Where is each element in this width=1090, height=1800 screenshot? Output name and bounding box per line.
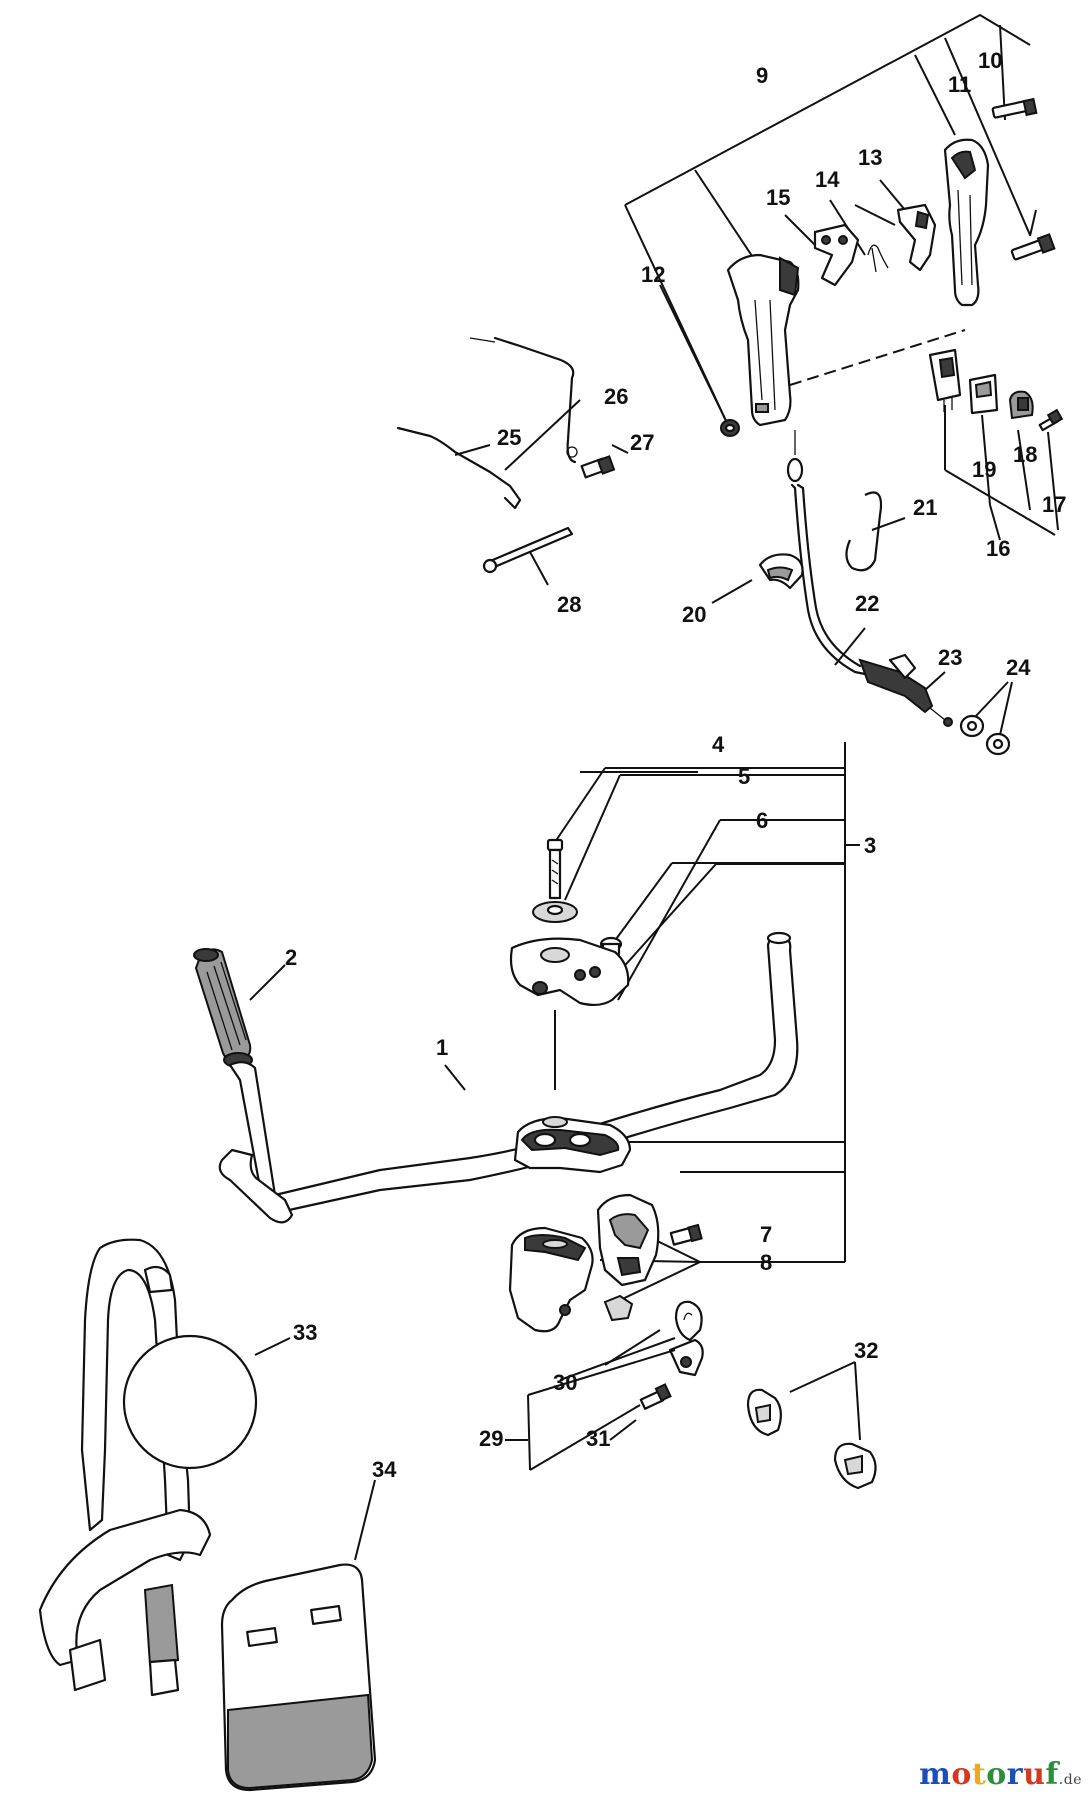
bolt-11	[1010, 233, 1056, 261]
callout-9: 9	[756, 63, 768, 88]
leader-lines-group-16	[944, 405, 1059, 541]
callout-20: 20	[682, 602, 706, 627]
watermark-letters: motoruf	[919, 1757, 1059, 1792]
nut-8	[603, 1294, 634, 1322]
callout-1: 1	[436, 1035, 448, 1060]
spring-14	[867, 244, 889, 273]
nuts-24	[959, 714, 1011, 756]
screw-17	[1038, 408, 1064, 432]
callout-27: 27	[630, 430, 654, 455]
watermark-letter: u	[1023, 1757, 1046, 1792]
callout-32: 32	[854, 1338, 878, 1363]
grip-2	[193, 948, 253, 1068]
callout-11: 11	[948, 72, 971, 97]
callout-29: 29	[479, 1426, 503, 1451]
plate-19	[968, 373, 999, 415]
bolt-10	[991, 97, 1038, 119]
callout-6: 6	[756, 808, 768, 833]
watermark-letter: r	[1006, 1757, 1024, 1792]
leader-lines-group-3	[554, 742, 860, 1305]
leader-lines-group-9	[624, 13, 1037, 426]
callout-13: 13	[858, 145, 882, 170]
cap-18	[1008, 390, 1034, 420]
shoulder-harness-33	[38, 1238, 291, 1697]
callout-33: 33	[293, 1320, 317, 1345]
callout-18: 18	[1013, 442, 1037, 467]
throttle-cable-22	[786, 430, 953, 727]
callout-2: 2	[285, 945, 297, 970]
callout-26: 26	[604, 384, 628, 409]
ring-30	[674, 1300, 703, 1342]
clamp-side-3	[596, 1193, 660, 1287]
leader-lines-cables	[454, 399, 1013, 736]
callout-28: 28	[557, 592, 581, 617]
trigger-13	[896, 203, 937, 272]
callout-23: 23	[938, 645, 962, 670]
hook-21	[845, 491, 883, 572]
callout-24: 24	[1006, 655, 1031, 680]
callout-12: 12	[641, 262, 665, 287]
leader-1	[444, 1064, 466, 1091]
callout-22: 22	[855, 591, 879, 616]
clamp-upper-3	[509, 937, 630, 1007]
leader-lines-group-29	[505, 1329, 676, 1471]
switch-16	[928, 348, 962, 412]
handle-left-half-12	[726, 253, 800, 427]
handle-right-half-11	[943, 138, 990, 307]
callout-31: 31	[586, 1426, 610, 1451]
screw-7	[669, 1223, 703, 1246]
watermark-letter: o	[951, 1757, 972, 1792]
screw-31	[639, 1383, 672, 1410]
watermark-letter: m	[919, 1757, 952, 1792]
clamp-middle-3	[513, 1116, 632, 1174]
watermark-suffix: .de	[1058, 1772, 1082, 1788]
callout-7: 7	[760, 1222, 772, 1247]
callout-34: 34	[372, 1457, 397, 1482]
callout-3: 3	[864, 833, 876, 858]
wire-25	[396, 426, 522, 510]
clamp-20	[758, 553, 804, 590]
protective-pad-34	[220, 1479, 377, 1792]
clips-32	[746, 1361, 877, 1490]
clip-30	[668, 1338, 704, 1377]
callout-4: 4	[712, 732, 725, 757]
watermark-letter: o	[986, 1757, 1007, 1792]
callout-15: 15	[766, 185, 790, 210]
callout-14: 14	[815, 167, 840, 192]
screw-27	[580, 455, 616, 479]
bolt-4	[546, 838, 564, 900]
cable-26	[469, 336, 578, 464]
wire-28	[482, 526, 574, 574]
handlebar-1	[218, 931, 799, 1224]
nut-12	[720, 419, 740, 437]
watermark-letter: t	[971, 1757, 987, 1792]
callout-19: 19	[972, 457, 996, 482]
callout-30: 30	[553, 1370, 577, 1395]
callout-5: 5	[738, 764, 750, 789]
callout-labels: 1 2 3 4 5 6 7 8 9 10 11 12 13 14 15 16 1…	[285, 48, 1066, 1482]
leader-2	[249, 964, 286, 1001]
callout-25: 25	[497, 425, 521, 450]
callout-16: 16	[986, 536, 1010, 561]
callout-17: 17	[1042, 492, 1066, 517]
clamp-lower-3	[508, 1226, 594, 1333]
watermark-letter: f	[1045, 1757, 1059, 1792]
lever-15	[813, 223, 860, 287]
callout-8: 8	[760, 1250, 772, 1275]
callout-10: 10	[978, 48, 1002, 73]
callout-21: 21	[913, 495, 937, 520]
watermark-logo: motoruf.de	[919, 1757, 1082, 1792]
washer-5	[532, 901, 578, 923]
